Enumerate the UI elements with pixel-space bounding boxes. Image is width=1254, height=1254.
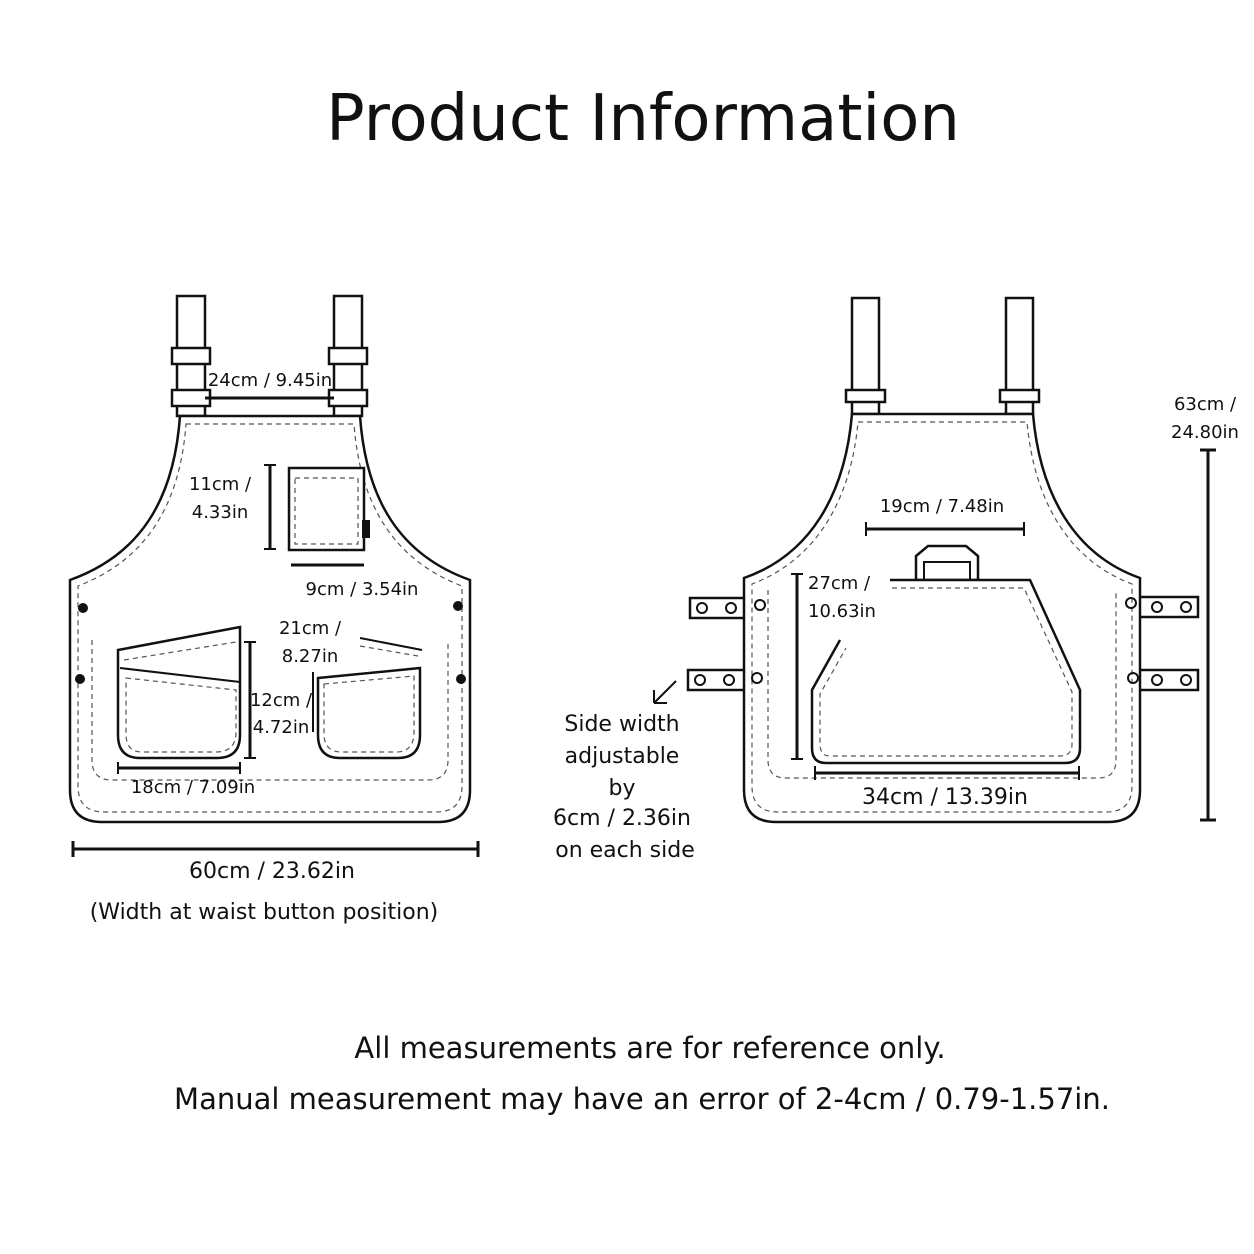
- side-tab: [1136, 668, 1200, 692]
- back-apron: 19cm / 7.48in 27cm / 10.63in 34cm / 13.3…: [686, 296, 1239, 824]
- back-pocket-height-label-2: 10.63in: [808, 601, 876, 622]
- snap-button: [1180, 674, 1192, 686]
- front-rivet: [78, 603, 88, 613]
- strap-spacing-label: 24cm / 9.45in: [208, 370, 332, 391]
- side-adjust-line-2: adjustable: [565, 744, 680, 769]
- footer-note-1: All measurements are for reference only.: [354, 1031, 945, 1065]
- upper-width-label: 19cm / 7.48in: [880, 496, 1004, 517]
- side-adjust-note: Side width adjustable by 6cm / 2.36in on…: [553, 680, 695, 863]
- side-pocket-width-label-1: 21cm /: [279, 618, 342, 639]
- back-left-buckle: [844, 388, 887, 404]
- page-title: Product Information: [326, 82, 960, 156]
- left-pocket-stitch: [123, 641, 237, 753]
- side-adjust-line-1: Side width: [564, 712, 679, 737]
- front-rivet: [453, 601, 463, 611]
- arrow-icon: [653, 680, 677, 704]
- back-rivet: [751, 672, 763, 684]
- waist-note: (Width at waist button position): [90, 900, 439, 925]
- pocket-height-label-2: 4.72in: [253, 717, 310, 738]
- snap-button: [725, 602, 737, 614]
- back-pocket-height-label-1: 27cm /: [808, 573, 871, 594]
- chest-pocket-stitch: [294, 477, 359, 545]
- back-rivet: [1127, 672, 1139, 684]
- chest-height-label-2: 4.33in: [192, 502, 249, 523]
- total-length-label-1: 63cm /: [1174, 394, 1237, 415]
- back-right-buckle: [998, 388, 1041, 404]
- left-lower-pocket: [116, 625, 242, 760]
- front-left-buckle: [170, 346, 212, 366]
- front-left-buckle-lower: [170, 388, 212, 408]
- snap-button: [1151, 601, 1163, 613]
- side-pocket-width-label-2: 8.27in: [282, 646, 339, 667]
- snap-button: [1180, 601, 1192, 613]
- chest-width-label: 9cm / 3.54in: [306, 579, 419, 600]
- snap-button: [696, 602, 708, 614]
- back-apron-stitch: [751, 421, 1133, 813]
- front-right-buckle-lower: [327, 388, 369, 408]
- total-length-label-2: 24.80in: [1171, 422, 1239, 443]
- back-large-pocket-stitch: [819, 587, 1073, 757]
- snap-button: [694, 674, 706, 686]
- footer-note-2: Manual measurement may have an error of …: [174, 1082, 1110, 1116]
- back-rivet: [754, 599, 766, 611]
- right-pocket-stitch: [323, 645, 419, 753]
- front-rivet: [75, 674, 85, 684]
- left-pocket-flap: [119, 667, 241, 683]
- snap-button: [1151, 674, 1163, 686]
- side-adjust-line-3: by: [609, 776, 636, 801]
- front-right-buckle: [327, 346, 369, 366]
- back-rivet: [1125, 597, 1137, 609]
- side-tab: [1136, 595, 1200, 619]
- side-tab: [688, 596, 754, 620]
- side-adjust-line-5: on each side: [555, 838, 695, 863]
- side-adjust-line-4: 6cm / 2.36in: [553, 806, 691, 831]
- front-inner-stitch: [91, 640, 449, 781]
- front-apron-stitch: [77, 423, 463, 813]
- waist-width-label: 60cm / 23.62in: [189, 859, 355, 884]
- back-inner-stitch: [767, 590, 1117, 779]
- front-apron: 24cm / 9.45in 11cm / 4.33in 9cm / 3.54in…: [68, 294, 480, 925]
- chest-pocket: [287, 466, 366, 552]
- right-lower-pocket: [316, 666, 422, 760]
- snap-button: [723, 674, 735, 686]
- front-rivet: [456, 674, 466, 684]
- back-pocket-width-label: 34cm / 13.39in: [862, 785, 1028, 810]
- back-large-pocket: [810, 578, 1082, 765]
- side-tab: [686, 668, 752, 692]
- pen-loop: [362, 520, 370, 538]
- pocket-height-label-1: 12cm /: [250, 690, 313, 711]
- chest-height-label-1: 11cm /: [189, 474, 252, 495]
- lower-pocket-width-label: 18cm / 7.09in: [131, 777, 255, 798]
- right-pocket-top: [359, 637, 423, 651]
